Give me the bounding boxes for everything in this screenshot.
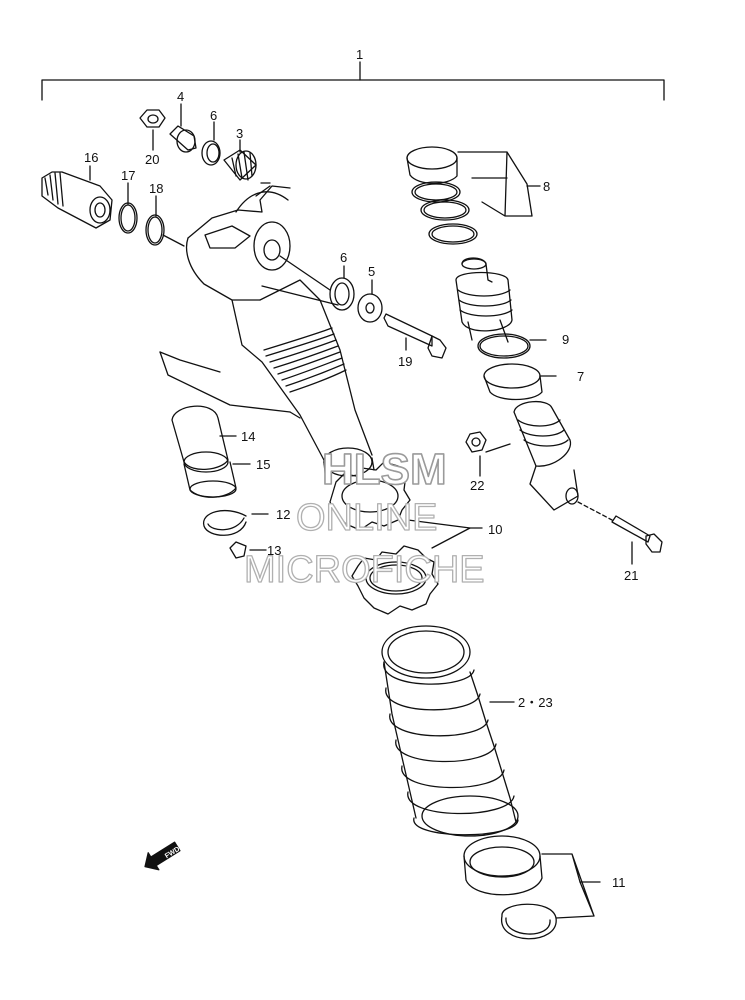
- callout-11: 11: [612, 875, 626, 890]
- part-5-washer: [357, 279, 383, 323]
- callout-2-23: 2・23: [518, 695, 553, 710]
- callout-10: 10: [488, 522, 502, 537]
- part-2-23-spring: [381, 625, 519, 837]
- watermark: HLSM ONLINE MICROFICHE: [243, 444, 485, 591]
- damper-rod-assembly: [455, 257, 579, 511]
- callout-8: 8: [543, 179, 550, 194]
- callout-18: 18: [149, 181, 163, 196]
- part-12-circlip: [203, 509, 269, 536]
- part-22-nut: [465, 431, 511, 477]
- shock-body: [185, 182, 375, 483]
- watermark-line2: ONLINE: [296, 497, 437, 539]
- callout-22: 22: [470, 478, 484, 493]
- callout-21: 21: [624, 568, 638, 583]
- part-19-bolt: [383, 313, 447, 359]
- part-15-cap: [183, 461, 251, 498]
- part-6-seal-upper: [201, 121, 221, 166]
- part-17-oring: [118, 182, 138, 234]
- callout-15: 15: [256, 457, 270, 472]
- callout-14: 14: [241, 429, 255, 444]
- callout-12: 12: [276, 507, 290, 522]
- callout-3: 3: [236, 126, 243, 141]
- part-10-lock-nuts: [329, 461, 483, 615]
- fwd-arrow-icon: [144, 841, 181, 871]
- callout-17: 17: [121, 168, 135, 183]
- callout-19: 19: [398, 354, 412, 369]
- callout-labels: 1 4 6 3 20 16 17 18 8 6 5 9 19 7 14 15 2…: [84, 47, 638, 890]
- callout-13: 13: [267, 543, 281, 558]
- callout-5: 5: [368, 264, 375, 279]
- callout-1: 1: [356, 47, 363, 62]
- watermark-line3: MICROFICHE: [244, 549, 485, 591]
- part-8-bushings: [406, 146, 541, 245]
- part-4-collar: [169, 103, 197, 153]
- part-3-needle-bearing: [223, 139, 257, 181]
- callout-6-upper: 6: [210, 108, 217, 123]
- callout-7: 7: [577, 369, 584, 384]
- reservoir-leaders: [159, 351, 301, 419]
- callout-20: 20: [145, 152, 159, 167]
- callout-9: 9: [562, 332, 569, 347]
- part-13-valve-cap: [229, 541, 267, 559]
- part-6-seal-lower: [329, 265, 355, 311]
- assembly-bracket: [41, 61, 665, 101]
- part-20-nut: [139, 109, 166, 151]
- part-16-adjuster: [41, 165, 113, 229]
- callout-16: 16: [84, 150, 98, 165]
- callout-4: 4: [177, 89, 184, 104]
- callout-6-lower: 6: [340, 250, 347, 265]
- part-14-reservoir: [171, 405, 237, 473]
- part-11-spring-seat: [463, 835, 601, 940]
- part-21-bolt: [577, 501, 663, 565]
- watermark-line1: HLSM: [322, 445, 447, 494]
- part-18-oring: [145, 195, 185, 247]
